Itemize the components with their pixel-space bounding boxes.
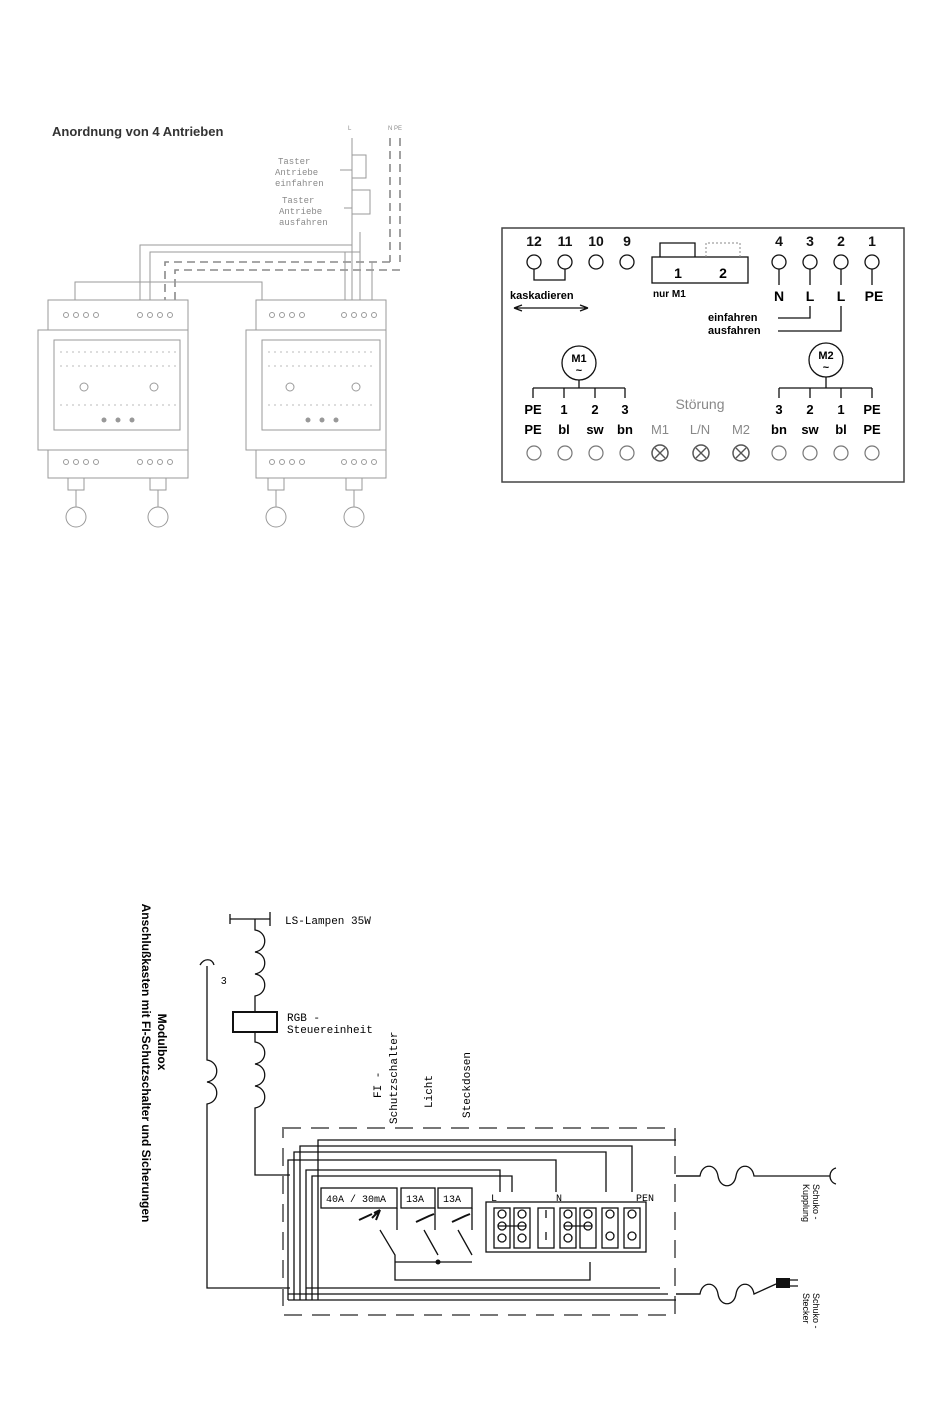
bottom-terminal-screws	[526, 445, 880, 461]
motor-m1: M1 ~	[532, 345, 626, 398]
terminal-layout-figure: 12 11 10 9 4 3 2 1 kaskadieren 1 2 nur M…	[501, 227, 905, 483]
svg-text:9: 9	[623, 233, 631, 249]
svg-text:einfahren: einfahren	[275, 179, 324, 189]
coupling-label-1: Schuko -	[811, 1184, 821, 1220]
svg-text:3: 3	[806, 233, 814, 249]
svg-text:2: 2	[806, 402, 813, 417]
lamp-label: LS-Lampen 35W	[285, 916, 371, 928]
breaker-13a-2-label: 13A	[443, 1195, 461, 1206]
fault-leds	[651, 444, 750, 462]
terminal-pen-label: PEN	[636, 1194, 654, 1205]
svg-text:12: 12	[526, 233, 542, 249]
figure1-title: Anordnung von 4 Antrieben	[52, 124, 223, 139]
svg-text:1: 1	[560, 402, 567, 417]
svg-text:4: 4	[775, 233, 783, 249]
modulbox-subtitle: Anschlußkasten mit FI-Schutzschalter und…	[139, 904, 153, 1223]
modulbox-figure: Modulbox Anschlußkasten mit FI-Schutzsch…	[139, 904, 837, 1329]
svg-text:bn: bn	[771, 422, 787, 437]
svg-text:10: 10	[588, 233, 604, 249]
terminal-rows	[493, 1207, 641, 1249]
svg-text:PE: PE	[524, 422, 542, 437]
jumper-pin-2: 2	[719, 265, 727, 281]
svg-text:~: ~	[823, 362, 830, 374]
svg-text:Taster: Taster	[278, 157, 310, 167]
svg-text:M2: M2	[732, 422, 750, 437]
retract-label: einfahren	[708, 312, 758, 324]
svg-text:bl: bl	[835, 422, 847, 437]
svg-text:PE: PE	[524, 402, 542, 417]
jumper-pin-1: 1	[674, 265, 682, 281]
terminal-l-label: L	[491, 1194, 497, 1205]
lamp-count: 3	[221, 976, 227, 987]
control-unit-1	[37, 299, 189, 528]
svg-text:Taster: Taster	[282, 196, 314, 206]
svg-text:1: 1	[868, 233, 876, 249]
svg-text:3: 3	[775, 402, 782, 417]
rgb-label-line2: Steuereinheit	[287, 1025, 373, 1037]
svg-text:sw: sw	[801, 422, 819, 437]
svg-text:bl: bl	[558, 422, 570, 437]
svg-text:2: 2	[837, 233, 845, 249]
motor-m2: M2 ~	[778, 342, 873, 398]
svg-text:L: L	[837, 288, 846, 304]
switch-retract-label: Taster Antriebe einfahren	[275, 157, 324, 189]
svg-text:bn: bn	[617, 422, 633, 437]
extend-label: ausfahren	[708, 325, 761, 337]
supply-terminal-labels: N L L PE	[774, 288, 883, 304]
motor2-pin-numbers: 3 2 1 PE	[775, 402, 881, 417]
jumper-note: nur M1	[653, 289, 686, 300]
svg-text:L/N: L/N	[690, 422, 710, 437]
mains-l-label: L	[348, 126, 352, 132]
rgb-label-line1: RGB -	[287, 1013, 320, 1025]
jumper-block: 1 2 nur M1	[651, 242, 749, 300]
motor-m1-label: M1	[571, 353, 586, 365]
plug-label-2: Stecker	[801, 1293, 811, 1324]
steckdosen-label: Steckdosen	[462, 1052, 474, 1118]
top-terminal-numbers: 12 11 10 9 4 3 2 1	[526, 233, 876, 249]
svg-text:M1: M1	[651, 422, 669, 437]
svg-text:~: ~	[576, 365, 583, 377]
motor1-pin-numbers: PE 1 2 3	[524, 402, 628, 417]
svg-text:N: N	[774, 288, 784, 304]
licht-label: Licht	[424, 1075, 436, 1108]
svg-text:11: 11	[558, 233, 573, 249]
coupling-label-2: Kupplung	[801, 1184, 811, 1222]
modulbox-title: Modulbox	[155, 1014, 169, 1071]
rgb-control-unit-box	[232, 1011, 278, 1033]
svg-text:PE: PE	[863, 422, 881, 437]
svg-text:PE: PE	[863, 402, 881, 417]
motor-m2-label: M2	[818, 350, 833, 362]
cascade-label: kaskadieren	[510, 290, 574, 302]
mains-npe-label: N PE	[388, 126, 402, 132]
svg-text:3: 3	[621, 402, 628, 417]
modulbox-enclosure	[282, 1127, 676, 1316]
terminal-n-label: N	[556, 1194, 562, 1205]
fault-led-labels: M1 L/N M2	[651, 422, 750, 437]
breaker-fi-label: 40A / 30mA	[326, 1194, 386, 1206]
terminal-board-frame	[501, 227, 905, 483]
switch-extend-label: Taster Antriebe ausfahren	[279, 196, 328, 228]
svg-text:Antriebe: Antriebe	[279, 207, 322, 217]
motor1-wire-colors: PE bl sw bn	[524, 422, 633, 437]
svg-text:2: 2	[591, 402, 598, 417]
motor2-wire-colors: bn sw bl PE	[771, 422, 881, 437]
fi-label-line2: Schutzschalter	[389, 1032, 401, 1124]
plug-label-1: Schuko -	[811, 1293, 821, 1329]
svg-text:ausfahren: ausfahren	[279, 218, 328, 228]
svg-text:L: L	[806, 288, 815, 304]
svg-text:Antriebe: Antriebe	[275, 168, 318, 178]
svg-text:1: 1	[837, 402, 844, 417]
svg-text:PE: PE	[865, 288, 884, 304]
svg-text:sw: sw	[586, 422, 604, 437]
drive-arrangement-figure: Anordnung von 4 Antrieben L N PE Taster …	[37, 124, 402, 528]
fi-label-line1: FI -	[373, 1072, 385, 1098]
breaker-13a-1-label: 13A	[406, 1195, 424, 1206]
control-unit-2	[245, 299, 387, 528]
terminal-block	[485, 1201, 647, 1253]
fault-label: Störung	[675, 396, 724, 412]
